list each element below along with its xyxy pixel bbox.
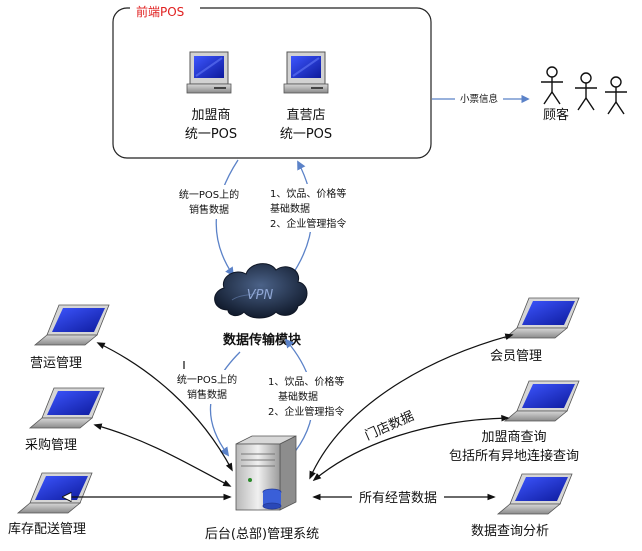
store-data-label-bg [355, 403, 423, 447]
upper-sales-label-line2: 销售数据 [189, 203, 229, 216]
lower-sales-label-line2: 销售数据 [187, 388, 227, 401]
lower-basic-label-line1: 1、饮品、价格等 [268, 375, 344, 388]
membership-label: 会员管理 [490, 349, 542, 364]
franchise-query-laptop-icon [503, 380, 580, 422]
vpn-cloud-icon [214, 263, 308, 319]
purchasing-label: 采购管理 [25, 437, 77, 453]
franchise-pos-computer-icon [186, 51, 232, 94]
lower-basic-label-line3: 2、企业管理指令 [268, 405, 344, 418]
membership-laptop-icon [503, 297, 580, 339]
vpn-cloud-label: VPN [247, 288, 274, 303]
data-transfer-module-label: 数据传输模块 [223, 332, 302, 348]
franchise-pos-label-line1: 加盟商 [191, 108, 230, 123]
lower-sales-label-line1: 统一POS上的 [177, 373, 237, 386]
customer-figures-icon [541, 66, 627, 115]
direct-store-pos-label-line1: 直营店 [286, 108, 325, 123]
upper-sales-label-line1: 统一POS上的 [179, 188, 239, 201]
upper-basic-label-line3: 2、企业管理指令 [270, 217, 346, 230]
store-data-link [312, 414, 510, 482]
all-data-label: 所有经营数据 [359, 491, 437, 506]
backend-server-icon [235, 435, 297, 511]
direct-store-pos-computer-icon [283, 51, 329, 94]
pos-group-title-bg [130, 4, 200, 16]
receipt-info-label: 小票信息 [460, 93, 498, 105]
purchasing-link [93, 423, 232, 487]
pos-group: 前端POS 加盟商 统一POS 直营店 统一POS [112, 4, 432, 159]
receipt-info-label-bg [455, 92, 503, 105]
analysis-laptop-icon [496, 473, 573, 515]
analysis-label: 数据查询分析 [471, 524, 549, 539]
operations-laptop-icon [33, 304, 110, 346]
upper-basic-label-line1: 1、饮品、价格等 [270, 187, 346, 200]
inventory-laptop-icon [16, 472, 93, 514]
backend-system-label: 后台(总部)管理系统 [205, 527, 319, 542]
pos-group-title: 前端POS [136, 4, 184, 19]
lower-basic-label-line2: 基础数据 [278, 390, 318, 403]
upper-basic-label-bg [268, 184, 360, 232]
franchise-pos-label-line2: 统一POS [185, 127, 237, 142]
operations-link [96, 342, 233, 472]
inventory-label: 库存配送管理 [8, 521, 86, 537]
customer-link: 小票信息 [432, 92, 530, 105]
upper-sales-label-bg [170, 185, 248, 219]
all-data-label-bg [352, 488, 444, 506]
customer-label: 顾客 [543, 107, 569, 123]
upper-basic-label-line2: 基础数据 [270, 202, 310, 215]
franchise-query-label-line2: 包括所有异地连接查询 [449, 448, 579, 464]
purchasing-laptop-icon [28, 387, 105, 429]
pos-group-frame [112, 7, 432, 159]
operations-label: 营运管理 [30, 356, 82, 371]
direct-store-pos-label-line2: 统一POS [280, 127, 332, 142]
franchise-query-label-line1: 加盟商查询 [481, 430, 546, 445]
